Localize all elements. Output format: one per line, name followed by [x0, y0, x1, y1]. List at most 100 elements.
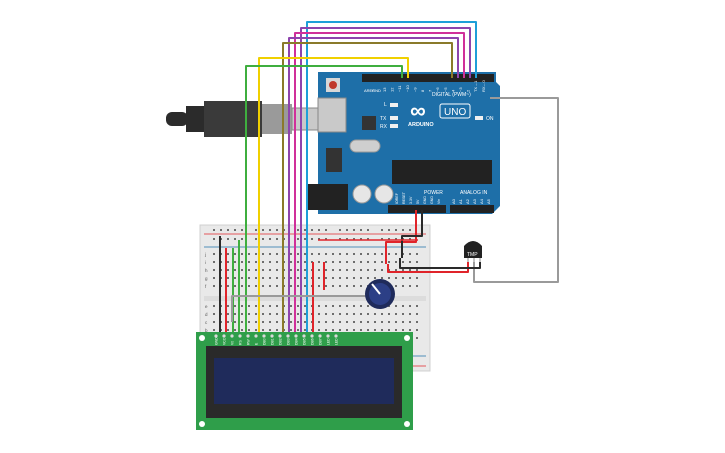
wire-olive — [282, 42, 453, 332]
bb-hole — [227, 321, 229, 323]
bb-hole — [339, 313, 341, 315]
bb-hole — [353, 305, 355, 307]
lcd-pin-label: RS — [239, 340, 243, 345]
lcd-pin-label: DB7 — [319, 338, 323, 345]
analog-pin-label: A0 — [451, 198, 456, 204]
lcd-pin-pad — [238, 334, 242, 338]
bb-hole — [269, 321, 271, 323]
bb-hole — [409, 285, 411, 287]
potentiometer[interactable] — [365, 279, 395, 309]
bb-hole — [234, 305, 236, 307]
lcd-pin-pad — [278, 334, 282, 338]
bb-hole — [241, 238, 243, 240]
bb-hole — [367, 329, 369, 331]
lcd-pin-pad — [302, 334, 306, 338]
bb-hole — [402, 269, 404, 271]
bb-hole — [227, 285, 229, 287]
bb-hole — [304, 253, 306, 255]
bb-hole — [262, 329, 264, 331]
bb-hole — [402, 261, 404, 263]
bb-hole — [409, 329, 411, 331]
digital-pin-label: 4 — [450, 89, 455, 92]
bb-hole — [409, 321, 411, 323]
bb-hole — [304, 229, 306, 231]
bb-hole — [262, 285, 264, 287]
bb-hole — [276, 253, 278, 255]
bb-hole — [290, 285, 292, 287]
bb-hole — [241, 277, 243, 279]
bb-hole — [353, 329, 355, 331]
bb-hole — [346, 253, 348, 255]
bb-hole — [269, 261, 271, 263]
bb-hole — [416, 261, 418, 263]
bb-hole — [318, 229, 320, 231]
bb-hole — [213, 313, 215, 315]
lcd-pin-label: V0 — [231, 341, 235, 345]
bb-hole — [269, 313, 271, 315]
lcd-pin-pad — [222, 334, 226, 338]
bb-hole — [332, 253, 334, 255]
bb-hole — [367, 321, 369, 323]
bb-hole — [318, 285, 320, 287]
bb-hole — [297, 277, 299, 279]
bb-hole — [395, 261, 397, 263]
bb-hole — [360, 285, 362, 287]
digital-label: DIGITAL (PWM~) — [432, 92, 471, 98]
bb-hole — [395, 229, 397, 231]
bb-hole — [255, 321, 257, 323]
lcd-pin-label: VCC — [223, 337, 227, 345]
bb-hole — [255, 305, 257, 307]
bb-hole — [339, 229, 341, 231]
led-on — [475, 116, 483, 120]
digital-pin-label: 12 — [390, 87, 395, 92]
bb-hole — [416, 269, 418, 271]
bb-hole — [290, 261, 292, 263]
bb-hole — [213, 238, 215, 240]
lcd-pin-pad — [254, 334, 258, 338]
bb-hole — [248, 313, 250, 315]
bb-hole — [213, 253, 215, 255]
bb-hole — [220, 229, 222, 231]
lcd-pin-label: DB3 — [287, 338, 291, 345]
row-letter: h — [205, 268, 208, 273]
bb-hole — [318, 253, 320, 255]
bb-hole — [360, 329, 362, 331]
bb-hole — [255, 238, 257, 240]
bb-hole — [304, 277, 306, 279]
bb-hole — [381, 229, 383, 231]
bb-hole — [367, 261, 369, 263]
wire-gray-pot — [231, 295, 380, 322]
row-letter: d — [205, 312, 208, 317]
arduino-uno-board[interactable]: L TX RX ON ∞ ARDUINO UNO DIGITAL (PWM~) … — [308, 72, 500, 214]
lcd-pin-label: LED — [327, 338, 331, 345]
bb-hole — [353, 313, 355, 315]
bb-hole — [269, 238, 271, 240]
arduino-logo: ∞ — [410, 98, 426, 123]
lcd-pin-pad — [230, 334, 234, 338]
bb-hole — [304, 285, 306, 287]
on-label: ON — [486, 116, 494, 122]
bb-hole — [213, 329, 215, 331]
bb-hole — [367, 238, 369, 240]
wire-purple-1 — [300, 27, 471, 332]
bb-hole — [353, 277, 355, 279]
digital-pin-label: ~6 — [435, 87, 440, 92]
digital-pin-label: 2 — [466, 89, 471, 92]
bb-hole — [297, 253, 299, 255]
bb-hole — [402, 313, 404, 315]
bb-hole — [416, 313, 418, 315]
bb-hole — [248, 277, 250, 279]
bb-hole — [262, 321, 264, 323]
temperature-sensor[interactable]: TMP — [464, 241, 482, 262]
bb-hole — [325, 229, 327, 231]
bb-hole — [318, 261, 320, 263]
bb-hole — [409, 238, 411, 240]
lcd-pin-label: RW — [247, 339, 251, 345]
power-pin-label: RESET — [402, 191, 406, 204]
bb-hole — [227, 238, 229, 240]
bb-hole — [234, 313, 236, 315]
bb-hole — [353, 269, 355, 271]
brand-text: ARDUINO — [408, 122, 434, 128]
